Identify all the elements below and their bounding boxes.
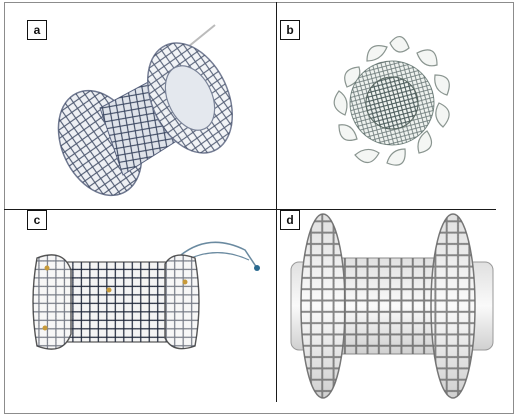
stent-b-image	[333, 36, 450, 166]
stent-c-image	[32, 241, 260, 350]
panel-label-d: d	[280, 210, 300, 230]
panel-a: a	[5, 3, 275, 208]
figure-frame	[4, 2, 514, 414]
stent-a-image	[57, 24, 234, 197]
horizontal-divider	[4, 209, 496, 210]
panel-b: b	[277, 3, 513, 208]
stent-d-image	[290, 213, 494, 399]
panel-d: d	[277, 210, 513, 413]
panel-label-c: c	[27, 210, 47, 230]
panel-label-a: a	[27, 20, 47, 40]
panel-c: c	[5, 210, 275, 413]
vertical-divider	[276, 2, 277, 402]
panel-label-b: b	[280, 20, 300, 40]
